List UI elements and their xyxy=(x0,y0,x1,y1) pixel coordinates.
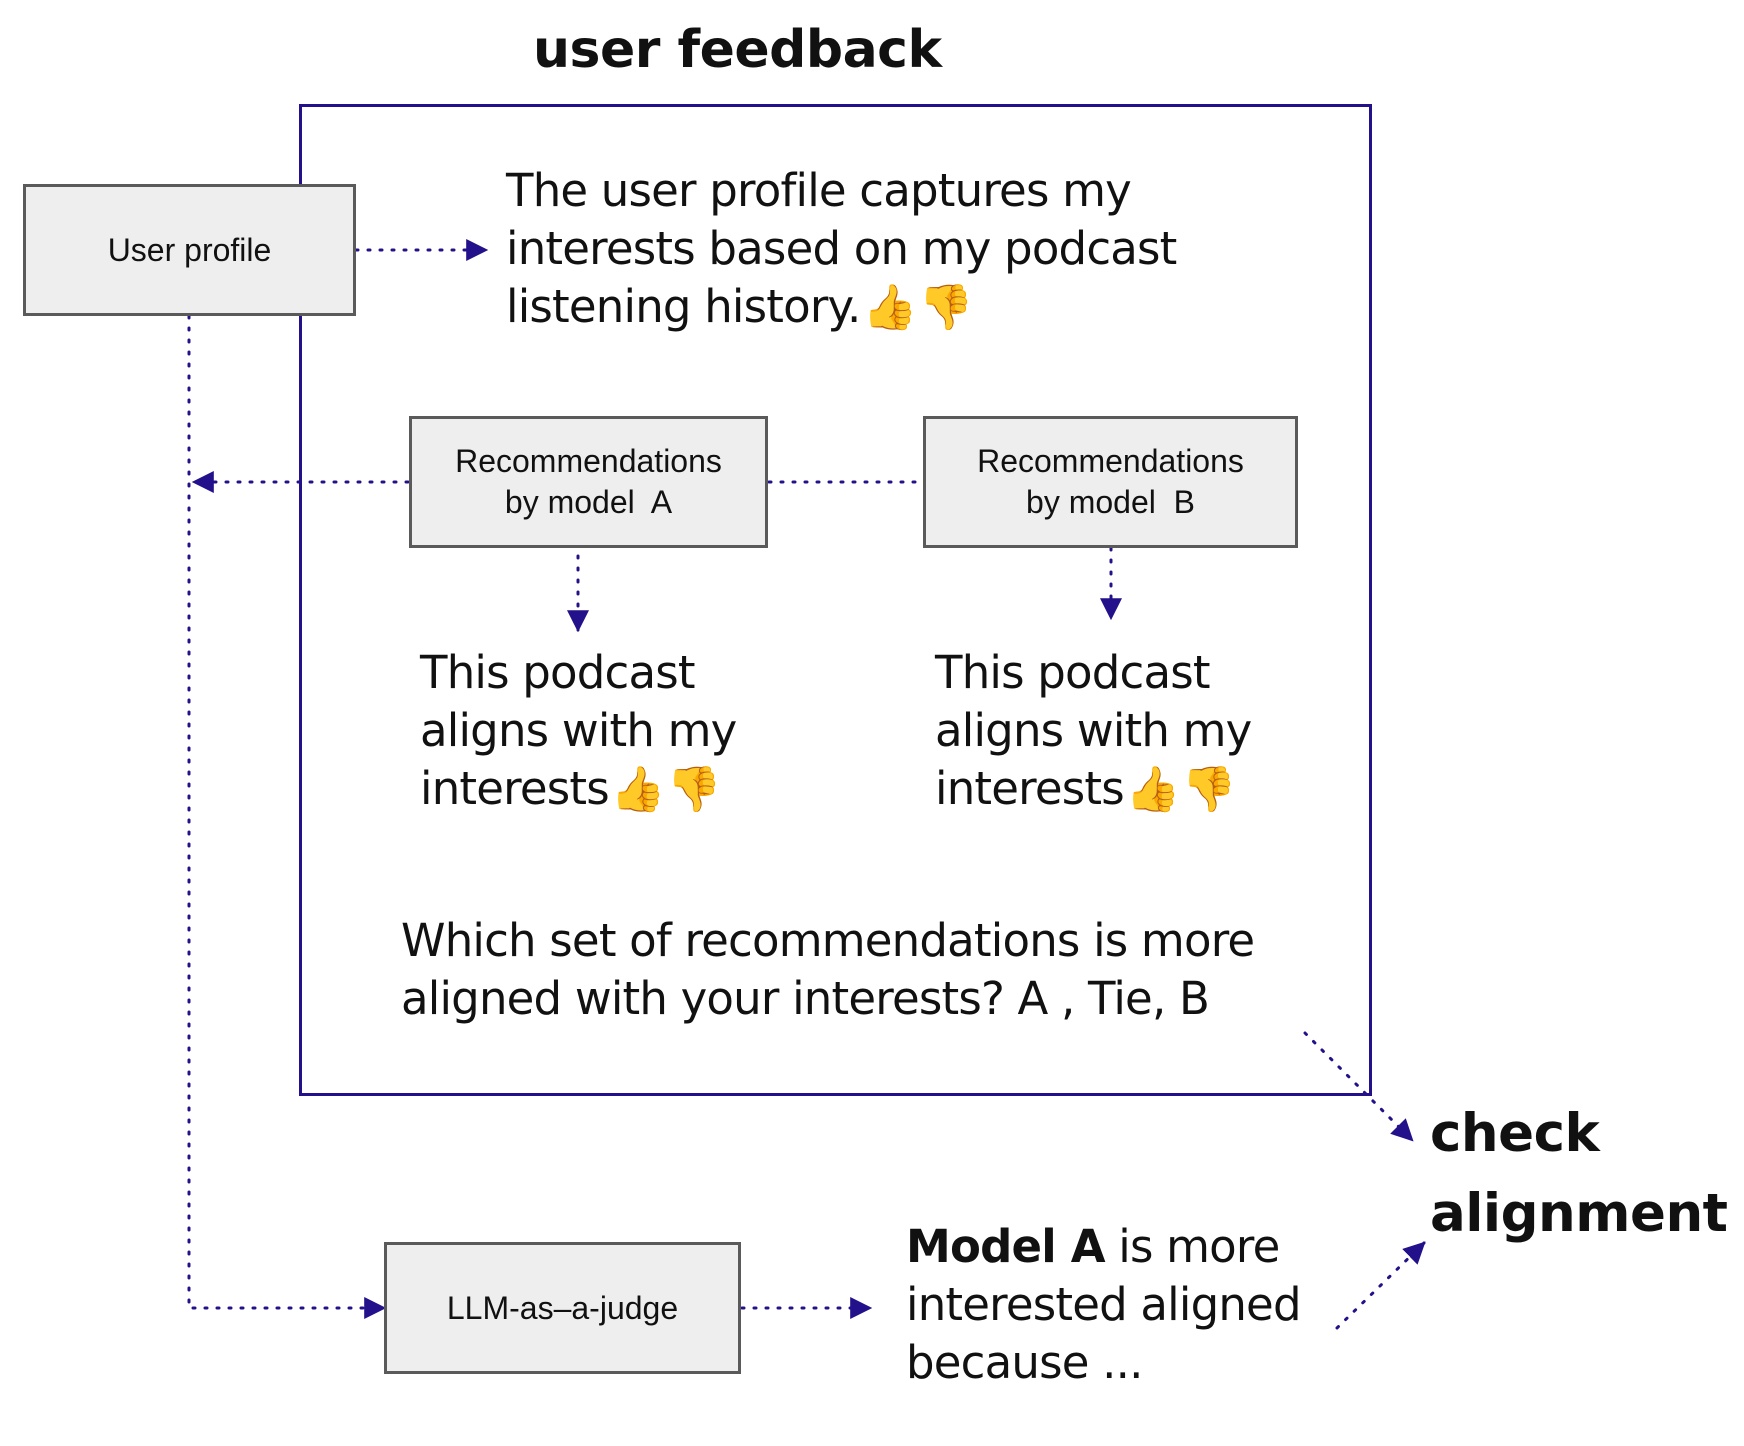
thumbs-up-icon[interactable]: 👍 xyxy=(862,282,917,333)
check-alignment-label: check alignment xyxy=(1430,1094,1728,1254)
model-b-recommendations-box: Recommendations by model B xyxy=(923,416,1298,548)
profile-statement-line-1: The user profile captures my xyxy=(506,164,1132,217)
thumbs-down-icon[interactable]: 👎 xyxy=(1181,764,1237,815)
podcast-a-line-3: interests xyxy=(420,762,610,815)
profile-statement: The user profile captures my interests b… xyxy=(506,162,1177,337)
model-b-box-line-2: by model B xyxy=(1026,484,1195,520)
judge-output-line-2: interested aligned xyxy=(906,1278,1302,1331)
thumbs-down-icon[interactable]: 👎 xyxy=(666,764,722,815)
profile-statement-line-2: interests based on my podcast xyxy=(506,222,1177,275)
thumbs-up-icon[interactable]: 👍 xyxy=(1125,764,1181,815)
model-a-box-line-1: Recommendations xyxy=(455,443,722,479)
user-profile-label: User profile xyxy=(107,231,272,268)
question-to-check-arrow xyxy=(1303,1031,1414,1142)
judge-output-line-1-rest: is more xyxy=(1104,1220,1280,1273)
check-alignment-line-1: check xyxy=(1430,1103,1600,1164)
user-feedback-frame xyxy=(299,104,1372,1096)
podcast-b-line-3: interests xyxy=(935,762,1125,815)
thumbs-up-icon[interactable]: 👍 xyxy=(610,764,666,815)
llm-judge-box: LLM-as–a-judge xyxy=(384,1242,741,1374)
podcast-a-line-1: This podcast xyxy=(420,646,696,699)
model-a-box-line-2: by model A xyxy=(504,484,673,520)
model-a-recommendations-box: Recommendations by model A xyxy=(409,416,768,548)
profile-statement-line-3: listening history. xyxy=(506,280,861,333)
user-profile-box: User profile xyxy=(23,184,356,316)
judge-output-text: Model A is more interested aligned becau… xyxy=(906,1218,1302,1392)
podcast-statement-b: This podcast aligns with my interests👍👎 xyxy=(935,644,1252,819)
podcast-b-line-1: This podcast xyxy=(935,646,1211,699)
thumbs-down-icon[interactable]: 👎 xyxy=(918,282,973,333)
diagram-title: user feedback xyxy=(533,20,942,80)
question-line-2: aligned with your interests? A , Tie, B xyxy=(401,972,1210,1025)
model-b-box-line-1: Recommendations xyxy=(977,443,1244,479)
podcast-b-line-2: aligns with my xyxy=(935,704,1252,757)
podcast-statement-a: This podcast aligns with my interests👍👎 xyxy=(420,644,737,819)
judge-output-line-3: because ... xyxy=(906,1336,1143,1389)
comparison-question: Which set of recommendations is more ali… xyxy=(401,912,1255,1028)
check-alignment-line-2: alignment xyxy=(1430,1183,1728,1244)
judge-output-model-name: Model A xyxy=(906,1220,1106,1273)
llm-judge-label: LLM-as–a-judge xyxy=(446,1289,679,1326)
output-to-check-arrow xyxy=(1335,1241,1426,1330)
podcast-a-line-2: aligns with my xyxy=(420,704,737,757)
question-line-1: Which set of recommendations is more xyxy=(401,914,1255,967)
